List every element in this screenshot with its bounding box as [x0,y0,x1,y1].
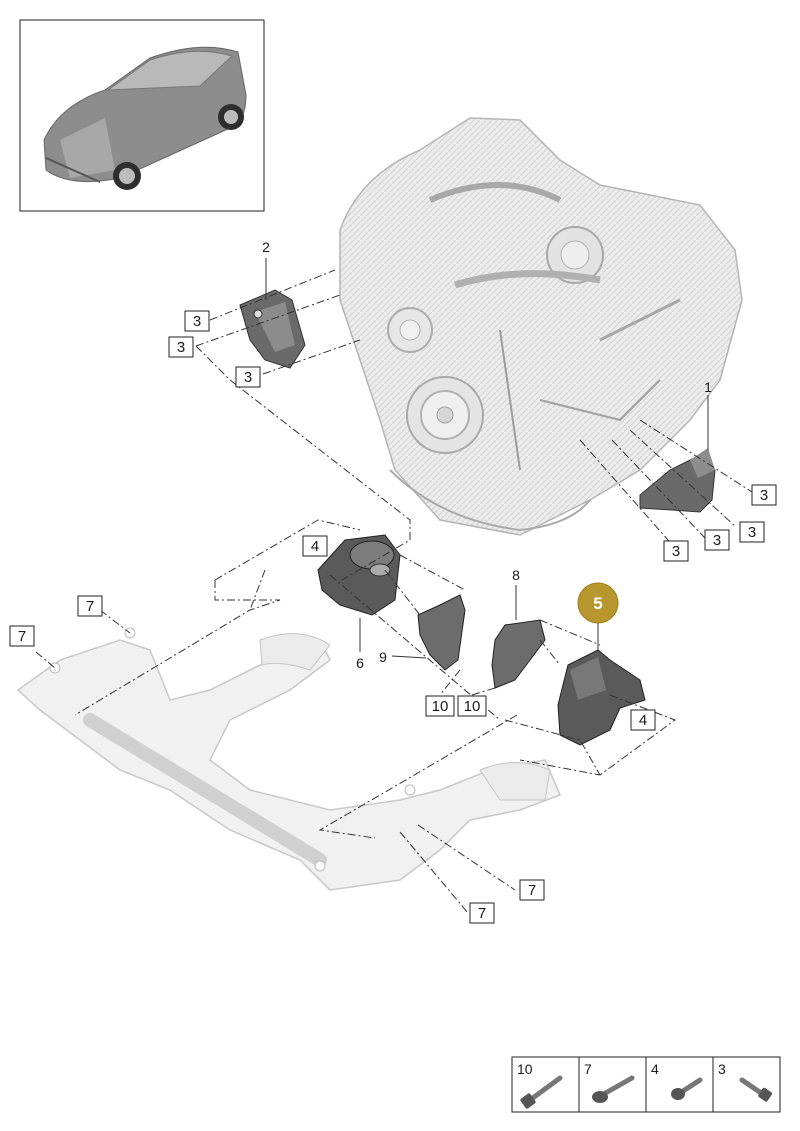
legend-label-3: 3 [718,1061,726,1077]
boxed-ref-3-g-text: 3 [672,543,680,560]
front-axle-subframe [16,627,561,891]
boxed-ref-3-c-text: 3 [244,369,252,386]
callout-9: 9 [379,649,387,665]
boxed-ref-3-g: 3 [663,540,689,562]
boxed-ref-10-a-text: 10 [432,698,449,715]
boxed-ref-3-e-text: 3 [748,524,756,541]
legend-cell-7: 7 [584,1061,635,1103]
boxed-ref-7-d: 7 [469,902,495,924]
boxed-ref-7-b-text: 7 [18,628,26,645]
boxed-ref-7-c: 7 [519,879,545,901]
boxed-ref-3-c: 3 [235,366,261,388]
legend-cell-3: 3 [718,1061,772,1102]
callout-8: 8 [512,567,520,583]
boxed-ref-4-b-text: 4 [639,712,647,729]
callout-1: 1 [704,379,712,395]
engine-block [339,117,743,536]
boxed-ref-4-a: 4 [302,535,328,557]
legend-label-10: 10 [517,1061,533,1077]
boxed-ref-3-d: 3 [751,484,777,506]
heat-shield-left [417,594,466,671]
boxed-ref-3-b: 3 [168,336,194,358]
boxed-ref-10-b-text: 10 [464,698,481,715]
legend-cell-10: 10 [517,1061,563,1109]
hex-bolt-icon [739,1077,772,1102]
boxed-ref-7-a-text: 7 [86,598,94,615]
callout-6: 6 [356,655,364,671]
fastener-legend: 10 7 4 3 [511,1056,781,1113]
callout-leaders [265,258,709,659]
long-bolt-icon [520,1075,563,1109]
engine-bracket-right [639,448,716,513]
legend-label-7: 7 [584,1061,592,1077]
boxed-ref-4-b: 4 [630,709,656,731]
boxed-ref-7-b: 7 [9,625,35,647]
engine-mount-left [317,534,401,616]
boxed-ref-3-b-text: 3 [177,339,185,356]
boxed-ref-7-c-text: 7 [528,882,536,899]
boxed-ref-10-b: 10 [457,695,487,717]
boxed-ref-4-a-text: 4 [311,538,319,555]
legend-cell-4: 4 [651,1061,703,1100]
callout-5-label: 5 [593,594,602,613]
legend-label-4: 4 [651,1061,659,1077]
boxed-ref-10-a: 10 [425,695,455,717]
heat-shield-right [491,619,546,689]
vehicle-thumbnail [19,19,265,212]
flange-bolt-icon [592,1075,635,1103]
boxed-ref-3-f: 3 [704,529,730,551]
boxed-ref-3-d-text: 3 [760,487,768,504]
boxed-ref-3-e: 3 [739,521,765,543]
boxed-ref-3-a-text: 3 [193,313,201,330]
engine-mount-right [557,649,646,746]
boxed-ref-7-d-text: 7 [478,905,486,922]
highlighted-callout-5[interactable]: 5 [577,582,619,624]
short-bolt-icon [671,1077,703,1100]
boxed-ref-7-a: 7 [77,595,103,617]
assembly-leader-lines [35,269,753,914]
engine-bracket-left [239,289,306,369]
callout-2: 2 [262,239,270,255]
boxed-ref-3-f-text: 3 [713,532,721,549]
boxed-ref-3-a: 3 [184,310,210,332]
